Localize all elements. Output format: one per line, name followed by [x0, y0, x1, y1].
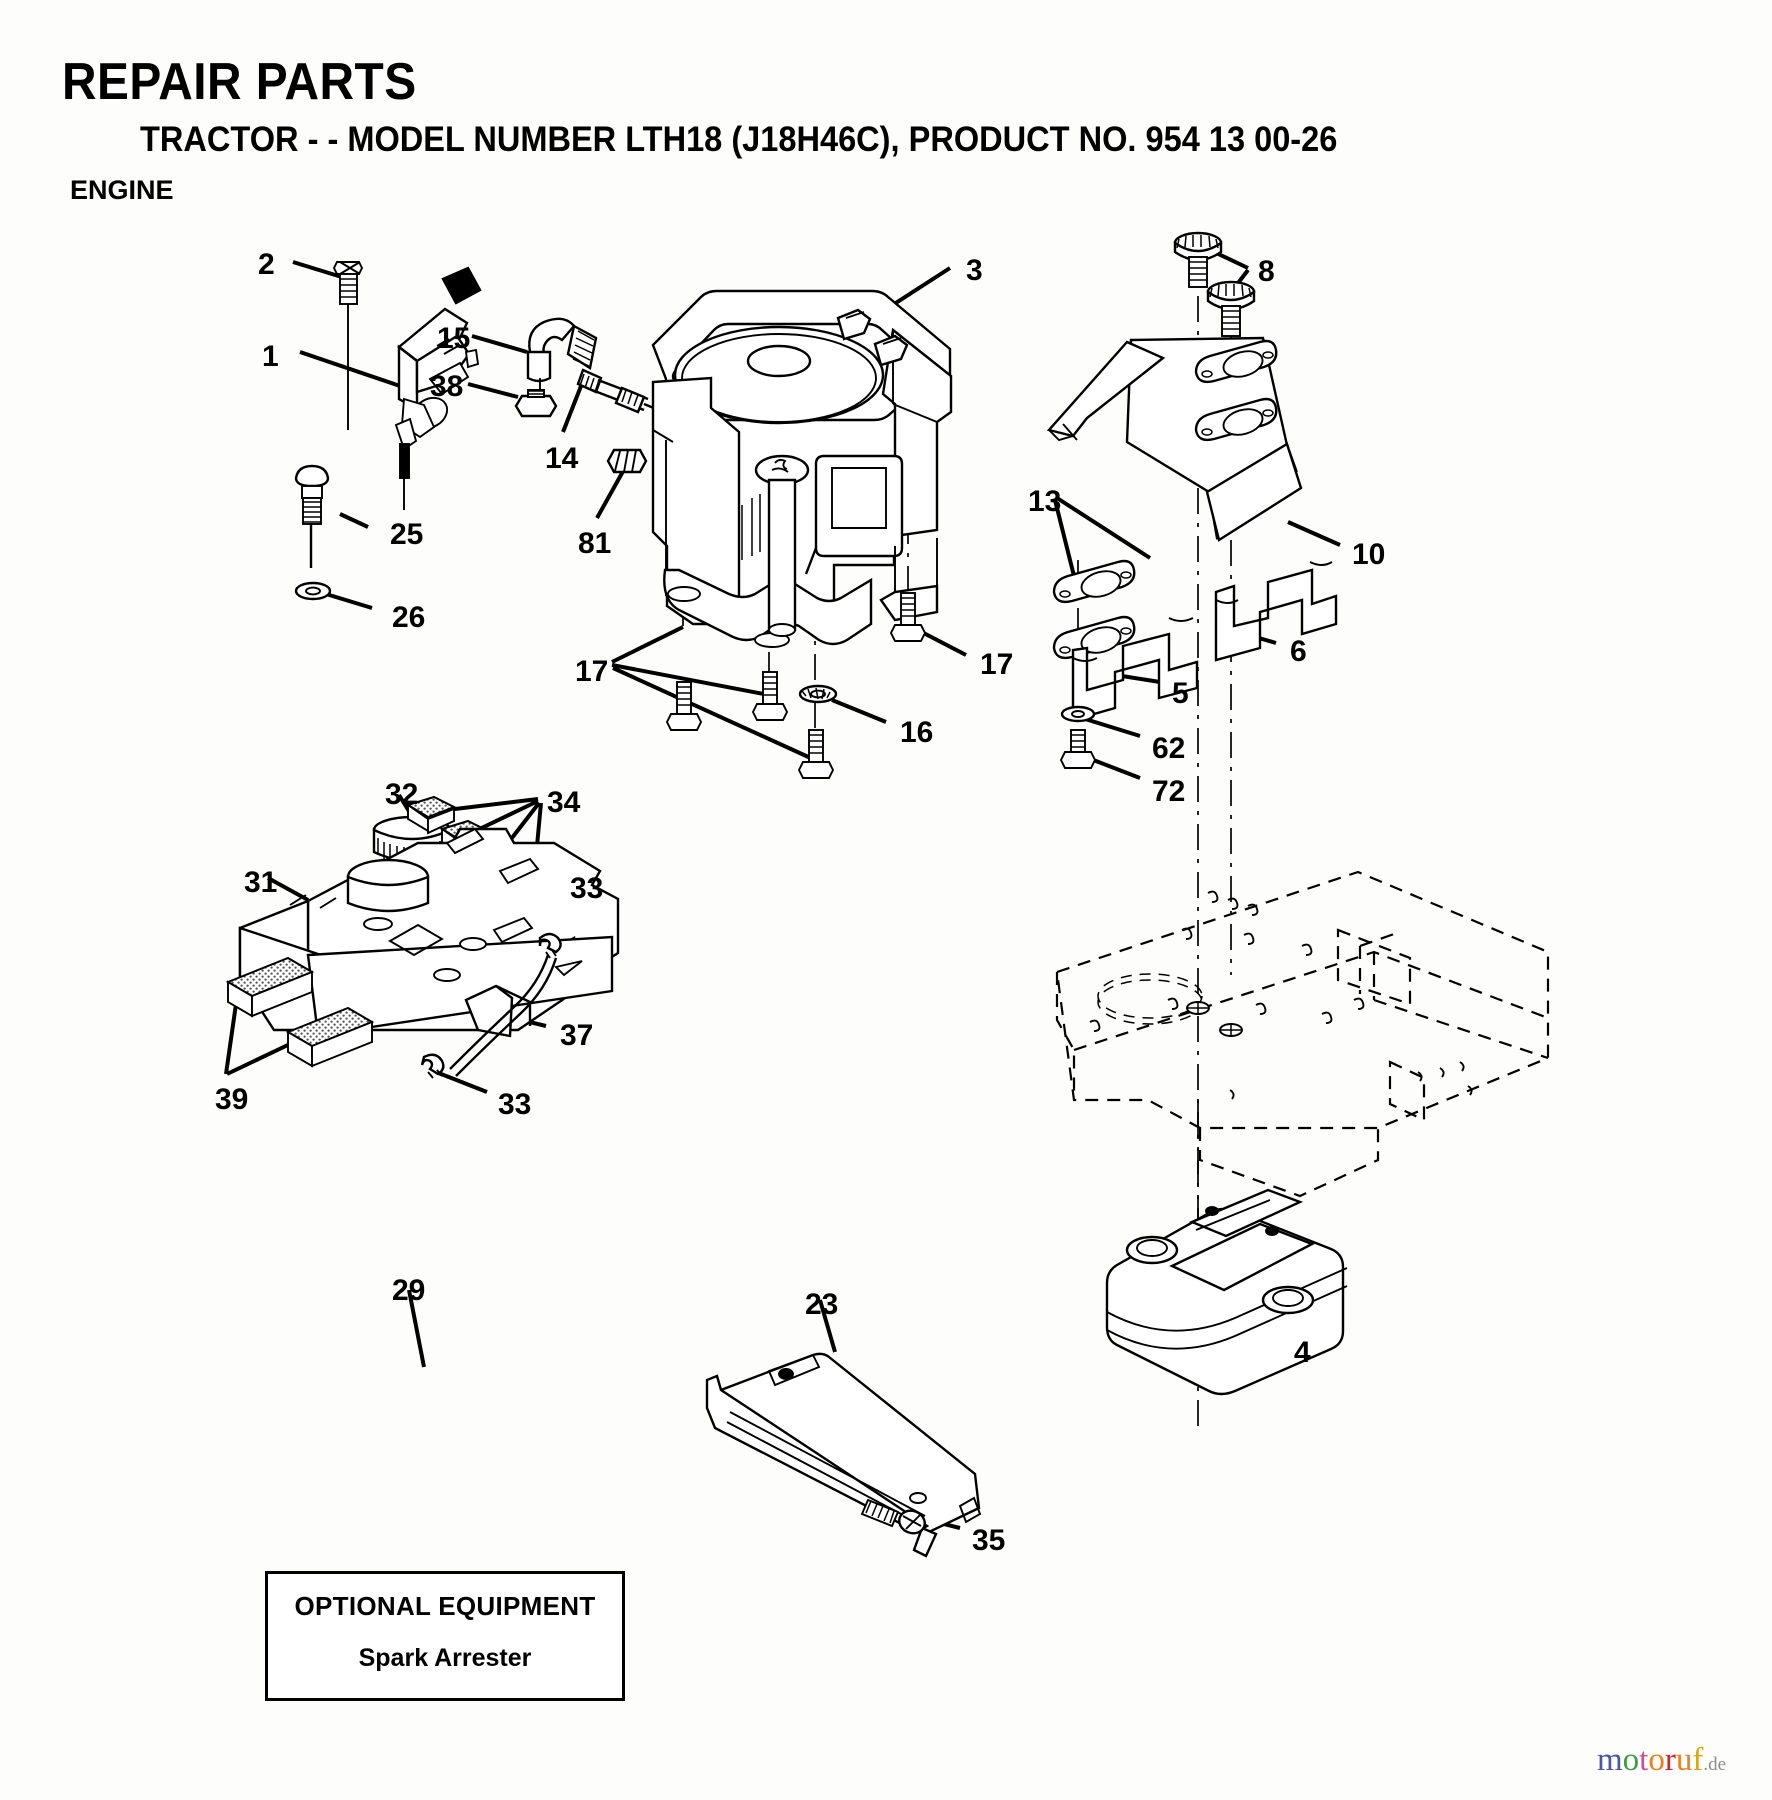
- callout-25: 25: [390, 518, 424, 551]
- callout-29: 29: [392, 1274, 426, 1307]
- watermark-letter: u: [1675, 1742, 1693, 1778]
- part-muffler-shield-23: [705, 1352, 982, 1558]
- part-screw-2: [332, 261, 364, 430]
- optional-equipment-item: Spark Arrester: [358, 1644, 532, 1672]
- section-title: ENGINE: [70, 175, 174, 205]
- part-bolt-17-group: [665, 592, 927, 779]
- part-muffler-4: [1105, 1188, 1348, 1396]
- callout-26: 26: [392, 601, 426, 634]
- callout-38: 38: [430, 370, 464, 403]
- part-fueltank-31: [238, 827, 620, 1038]
- part-elbow-15: [526, 317, 598, 398]
- part-hose-37: [449, 954, 558, 1077]
- callout-3: 3: [966, 254, 983, 287]
- watermark-letter: t: [1639, 1742, 1649, 1778]
- part-washer-26: [294, 581, 332, 601]
- callout-1: 1: [262, 340, 279, 373]
- callout-62: 62: [1152, 732, 1186, 765]
- callout-13: 13: [1028, 485, 1062, 518]
- watermark-letter: o: [1622, 1742, 1640, 1778]
- callout-37: 37: [560, 1019, 594, 1052]
- chassis-slot-marks: [1089, 890, 1473, 1100]
- model-subtitle: TRACTOR - - MODEL NUMBER LTH18 (J18H46C)…: [140, 120, 1338, 159]
- callout-15: 15: [437, 322, 471, 355]
- part-pad-39-group: [225, 956, 375, 1068]
- part-screw-35: [860, 1498, 926, 1535]
- watermark-letter: m: [1597, 1742, 1623, 1778]
- watermark-letter: r: [1664, 1742, 1676, 1778]
- callout-16: 16: [900, 716, 934, 749]
- part-bolt-72: [1059, 729, 1097, 769]
- callout-5: 5: [1172, 677, 1189, 710]
- part-clamp-33-top: [538, 932, 562, 959]
- callout-4: 4: [1294, 1336, 1311, 1369]
- watermark-letter: f: [1692, 1742, 1704, 1778]
- watermark-letter: o: [1648, 1742, 1665, 1778]
- callout-23: 23: [805, 1288, 839, 1321]
- optional-equipment-heading: OPTIONAL EQUIPMENT: [294, 1591, 596, 1621]
- part-fuelcap-32: [372, 815, 452, 865]
- part-gasket-13-group: [1052, 339, 1278, 660]
- callout-6: 6: [1290, 635, 1307, 668]
- callout-32: 32: [385, 778, 419, 811]
- part-nut-38: [514, 389, 558, 418]
- callout-35: 35: [972, 1524, 1006, 1557]
- part-fuelline-14: [576, 368, 701, 429]
- callout-14: 14: [545, 442, 579, 475]
- chassis-plate: [1055, 870, 1550, 1198]
- chassis-bolt-holes: [1186, 1001, 1243, 1037]
- part-screw-8-group: [1173, 231, 1256, 337]
- callout-17-right: 17: [980, 648, 1014, 681]
- part-clip-34-group: [405, 795, 567, 903]
- callout-33-top: 33: [570, 872, 604, 905]
- callout-33-bottom: 33: [498, 1088, 532, 1121]
- part-washer-62: [1060, 705, 1096, 723]
- part-plunger-25: [294, 464, 330, 568]
- callout-72: 72: [1152, 775, 1186, 808]
- callout-34: 34: [547, 786, 581, 819]
- callout-39: 39: [215, 1083, 249, 1116]
- watermark-motoruf: motoruf.de: [1597, 1744, 1726, 1777]
- part-clamp-33-bottom: [420, 1053, 445, 1079]
- part-nut-81: [606, 445, 683, 474]
- page-title: REPAIR PARTS: [62, 53, 417, 111]
- part-exhaust-pipe-6: [1214, 561, 1338, 662]
- watermark-suffix: .de: [1703, 1754, 1727, 1775]
- part-heatshield-10: [1046, 336, 1303, 542]
- part-washer-16: [798, 684, 838, 704]
- optional-equipment-box: OPTIONAL EQUIPMENT Spark Arrester: [265, 1571, 625, 1701]
- part-engine-3: [651, 289, 953, 648]
- callout-31: 31: [244, 866, 278, 899]
- callout-17-left: 17: [575, 655, 609, 688]
- callout-2: 2: [258, 248, 275, 281]
- callout-81: 81: [578, 527, 612, 560]
- callout-8: 8: [1258, 255, 1275, 288]
- callout-10: 10: [1352, 538, 1386, 571]
